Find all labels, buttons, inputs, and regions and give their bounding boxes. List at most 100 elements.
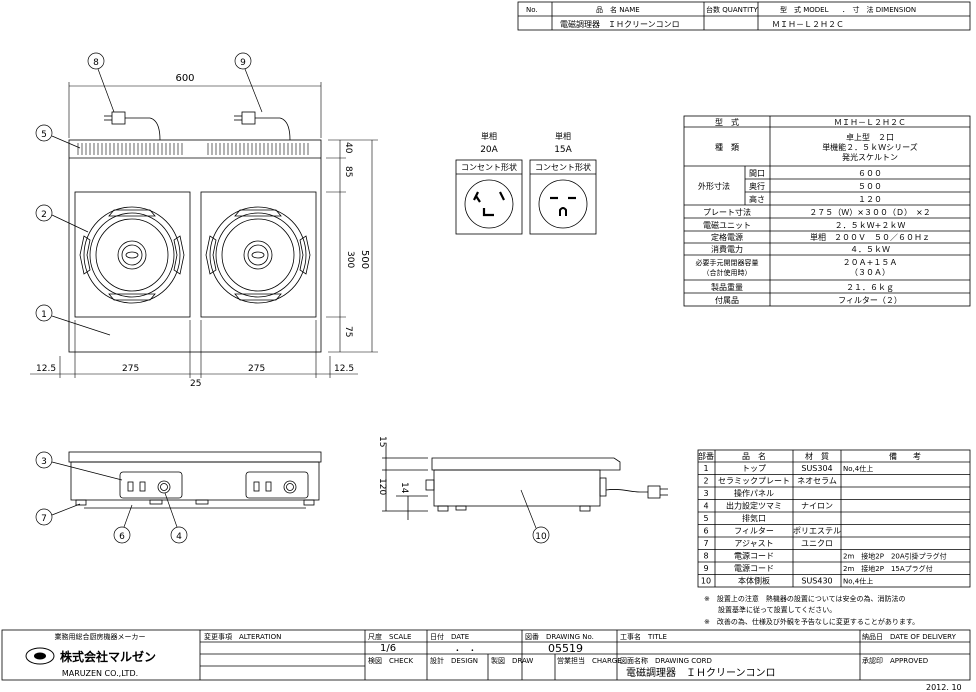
- parts-cell: 7: [703, 539, 708, 548]
- dim-300: 300: [345, 251, 355, 268]
- parts-cell: 出力設定ツマミ: [726, 501, 782, 511]
- burner-left: [79, 206, 185, 304]
- outlet-20a-label: コンセント形状: [461, 162, 517, 172]
- approved-label: 承認印 APPROVED: [862, 656, 928, 665]
- spec-label-model: 型 式: [715, 117, 739, 127]
- dim-14: 14: [399, 482, 409, 494]
- dim-75: 75: [343, 326, 353, 337]
- maker-caption: 業務用総合厨房機器メーカー: [55, 632, 146, 641]
- dim-left-margin: 12.5: [36, 364, 56, 374]
- spec-label-breaker-2: （合計使用時）: [703, 268, 752, 277]
- dim-width: 600: [175, 73, 194, 84]
- callout-1: 1: [41, 310, 47, 320]
- dim-40: 40: [343, 142, 353, 154]
- plate-left: [74, 191, 191, 318]
- design-label: 設計 DESIGN: [430, 656, 478, 665]
- spec-sub-depth: 奥行: [749, 181, 765, 191]
- parts-cell: SUS430: [801, 577, 832, 586]
- dim-plate-left: 275: [122, 364, 139, 374]
- outlet-20a-amp: 20A: [480, 145, 498, 155]
- spec-label-plate: プレート寸法: [703, 207, 751, 217]
- dimensions-front: [30, 82, 378, 378]
- spec-label-type: 種 類: [715, 142, 739, 152]
- outlet-15a-amp: 15A: [554, 145, 572, 155]
- callout-6: 6: [119, 532, 125, 542]
- spec-label-consumption: 消費電力: [711, 244, 743, 254]
- parts-table: [697, 449, 971, 588]
- change-label: 変更事項 ALTERATION: [204, 632, 281, 641]
- dim-plate-right: 275: [248, 364, 265, 374]
- note-line-3: ※ 改善の為、仕様及び外観を予告なしに変更することがあります。: [704, 617, 919, 626]
- callout-3: 3: [41, 457, 47, 467]
- side-view: [382, 446, 668, 520]
- spec-label-accessory: 付属品: [715, 295, 739, 305]
- parts-head-remarks: 備 考: [889, 451, 921, 461]
- parts-cell: 8: [703, 552, 708, 561]
- spec-label-weight: 製品重量: [711, 282, 743, 292]
- parts-cell: 1: [703, 464, 708, 473]
- callout-2: 2: [41, 210, 47, 220]
- parts-cell: アジャスト: [734, 539, 773, 548]
- plate-right: [200, 191, 317, 318]
- drawing-no: 05519: [548, 642, 583, 655]
- spec-value-plate: ２７５（Ｗ）×３００（Ｄ） ×２: [809, 208, 930, 217]
- parts-head-no: 部番: [698, 451, 714, 461]
- parts-cell: ユニクロ: [801, 539, 833, 548]
- header-table: [517, 1, 971, 31]
- callout-7: 7: [41, 514, 47, 524]
- spec-sub-height: 高さ: [749, 194, 765, 204]
- outlet-15a: 単相 15A コンセント形状: [529, 131, 597, 235]
- issue-year: 2012. 10: [926, 683, 962, 692]
- header-name-value: 電磁調理器 ＩＨクリーンコンロ: [560, 19, 680, 29]
- callout-9: 9: [240, 58, 246, 68]
- callout-8: 8: [93, 58, 99, 68]
- parts-cell: 本体側板: [738, 576, 770, 586]
- spec-value-accessory: フィルター（２）: [838, 296, 902, 305]
- spec-value-type-1: 卓上型 ２口: [846, 132, 894, 142]
- callouts-front: [35, 52, 263, 336]
- parts-cell: 4: [703, 502, 708, 511]
- outlet-20a: 単相 20A コンセント形状: [455, 131, 523, 235]
- parts-cell: ナイロン: [801, 502, 833, 511]
- parts-cell: 5: [703, 514, 708, 523]
- spec-value-weight: ２１．６ｋｇ: [846, 282, 894, 292]
- callout-5: 5: [41, 130, 47, 140]
- spec-sub-width: 間口: [749, 169, 765, 178]
- parts-cell: トップ: [742, 464, 766, 473]
- dim-right-margin: 12.5: [334, 364, 354, 374]
- header-qty-label: 台数 QUANTITY: [706, 5, 758, 14]
- dim-120: 120: [377, 478, 387, 495]
- header-dim-label: ． 寸 法 DIMENSION: [842, 5, 916, 14]
- spec-value-power-supply: 単相 ２００Ｖ ５０／６０Ｈｚ: [810, 232, 930, 242]
- parts-cell: 6: [703, 527, 708, 536]
- dim-gap: 25: [190, 379, 201, 389]
- spec-value-height: １２０: [858, 195, 882, 204]
- front-elevation: [68, 451, 322, 509]
- spec-value-breaker-2: （３０Ａ）: [850, 268, 890, 277]
- parts-cell: 2: [703, 477, 708, 486]
- parts-cell: ポリエステル: [793, 527, 841, 536]
- parts-cell: フィルター: [734, 527, 774, 536]
- dim-85: 85: [343, 166, 353, 177]
- burner-right: [205, 206, 311, 304]
- parts-cell: 3: [703, 489, 708, 498]
- header-no-label: No.: [526, 6, 538, 14]
- header-model-label: 型 式 MODEL: [780, 5, 829, 14]
- check-label: 検図 CHECK: [368, 656, 413, 665]
- scale-value: 1/6: [380, 643, 396, 654]
- callouts-elevation: [35, 451, 550, 544]
- header-name-label: 品 名 NAME: [596, 5, 640, 14]
- parts-head-name: 品 名: [742, 451, 766, 461]
- outlet-20a-phase: 単相: [481, 131, 497, 141]
- outlet-15a-label: コンセント形状: [535, 162, 591, 172]
- spec-label-power-supply: 定格電源: [711, 232, 743, 242]
- spec-label-unit: 電磁ユニット: [703, 220, 751, 230]
- power-cords: [104, 111, 291, 141]
- charge-label: 営業担当 CHARGE: [557, 656, 622, 665]
- title-block: [1, 629, 971, 681]
- parts-cell: ネオセラム: [797, 477, 837, 486]
- spec-value-width: ６００: [858, 169, 882, 178]
- spec-value-type-2: 単機能２．５ｋＷシリーズ: [822, 142, 918, 152]
